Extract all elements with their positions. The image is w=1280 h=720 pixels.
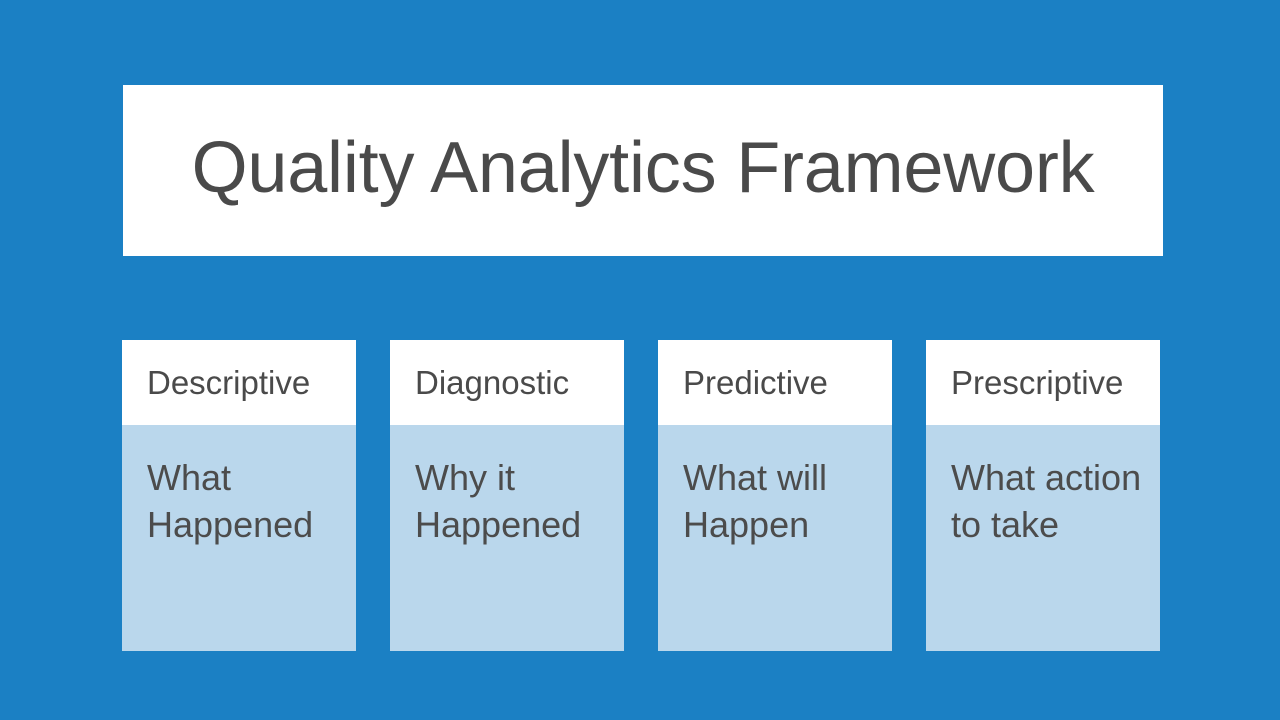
card-body-line: Happened: [147, 504, 314, 545]
title-panel: Quality Analytics Framework: [123, 85, 1163, 256]
analytics-card-diagnostic[interactable]: Diagnostic Why it Happened: [390, 340, 624, 651]
analytics-card-prescriptive[interactable]: Prescriptive What action to take: [926, 340, 1160, 651]
card-body-diagnostic: Why it Happened: [390, 425, 624, 651]
card-body-line: What: [147, 457, 232, 498]
card-title-label: Descriptive: [147, 363, 311, 401]
card-body-predictive: What will Happen: [658, 425, 892, 651]
analytics-card-predictive[interactable]: Predictive What will Happen: [658, 340, 892, 651]
card-body-line: Happened: [415, 504, 582, 545]
card-header-prescriptive: Prescriptive: [926, 340, 1160, 425]
analytics-card-row: Descriptive What Happened Diagnostic Why…: [122, 340, 1162, 651]
page-title: Quality Analytics Framework: [191, 127, 1095, 208]
card-body-line: to take: [951, 504, 1060, 545]
card-body-descriptive: What Happened: [122, 425, 356, 651]
card-body-line: What action: [951, 457, 1142, 498]
analytics-card-descriptive[interactable]: Descriptive What Happened: [122, 340, 356, 651]
card-body-prescriptive: What action to take: [926, 425, 1160, 651]
card-body-line: Why it: [415, 457, 516, 498]
card-title-label: Predictive: [683, 363, 828, 401]
card-title-label: Diagnostic: [415, 363, 570, 401]
card-title-label: Prescriptive: [951, 363, 1124, 401]
card-header-predictive: Predictive: [658, 340, 892, 425]
card-header-diagnostic: Diagnostic: [390, 340, 624, 425]
card-body-line: Happen: [683, 504, 810, 545]
card-body-line: What will: [683, 457, 828, 498]
card-header-descriptive: Descriptive: [122, 340, 356, 425]
